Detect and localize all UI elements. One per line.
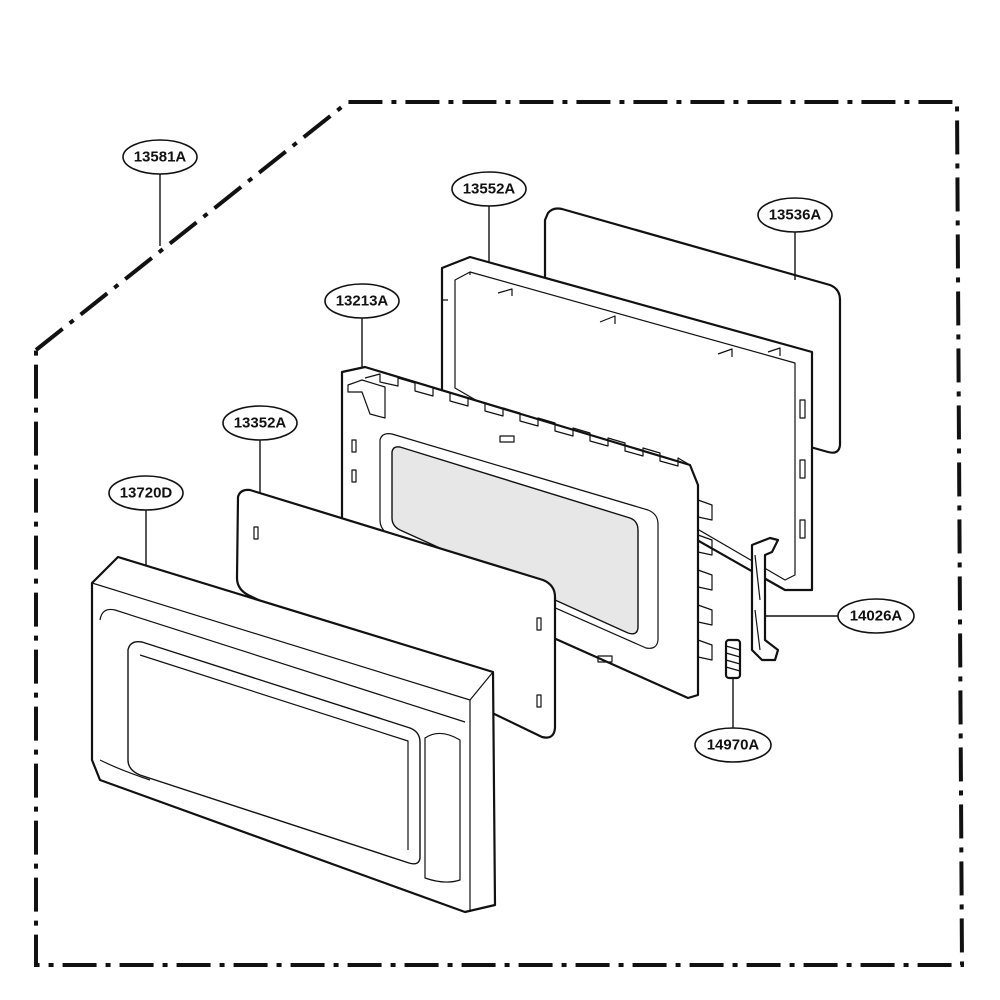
callout-14970A[interactable]: 14970A: [694, 727, 772, 763]
callout-14026A[interactable]: 14026A: [837, 598, 915, 634]
callout-13720D[interactable]: 13720D: [108, 475, 184, 511]
svg-text:13213A: 13213A: [336, 293, 389, 310]
svg-text:14970A: 14970A: [707, 737, 760, 754]
svg-text:13552A: 13552A: [463, 181, 516, 198]
assembly-boundary: [34, 100, 965, 967]
svg-text:14026A: 14026A: [850, 608, 903, 625]
svg-text:13536A: 13536A: [769, 207, 822, 224]
svg-text:13581A: 13581A: [134, 149, 187, 166]
callout-13352A[interactable]: 13352A: [222, 405, 298, 441]
part-13720D-door-front: [90, 555, 497, 914]
callout-13536A[interactable]: 13536A: [757, 197, 833, 233]
svg-text:13720D: 13720D: [120, 485, 173, 502]
svg-text:13352A: 13352A: [234, 415, 287, 432]
part-14970A-spring: [724, 638, 742, 680]
part-14026A-latch: [750, 536, 780, 662]
callout-13552A[interactable]: 13552A: [451, 171, 527, 207]
part-13213A-inner-door: [340, 365, 713, 700]
callout-13581A[interactable]: 13581A: [122, 139, 198, 175]
callout-13213A[interactable]: 13213A: [324, 283, 400, 319]
